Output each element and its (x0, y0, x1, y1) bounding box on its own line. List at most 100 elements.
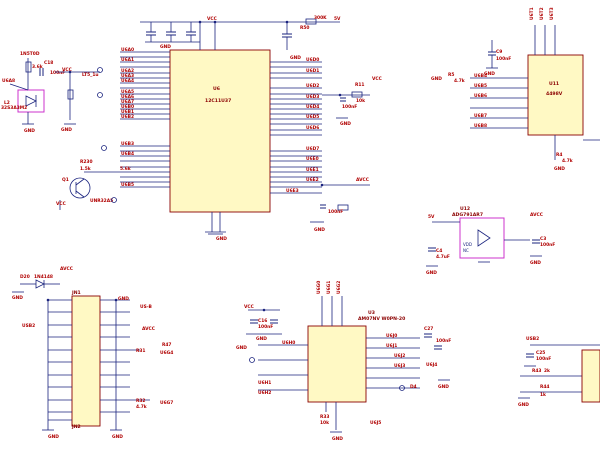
jn1-ref: JN1 (71, 290, 81, 296)
svg-text:32S3A3M2: 32S3A3M2 (1, 105, 27, 111)
svg-text:U6B8: U6B8 (474, 123, 487, 129)
svg-text:U6A2: U6A2 (121, 68, 134, 74)
svg-text:C16: C16 (258, 318, 267, 324)
u6-bottom: GND (205, 212, 227, 242)
svg-text:5.6k: 5.6k (120, 166, 131, 172)
u6-left-nets: U6A0 U6A1 U6A2 U6A3 U6A4 U6A5 U6A6 U6A7 … (121, 47, 134, 188)
svg-text:GND: GND (290, 55, 301, 61)
svg-text:U6J3: U6J3 (394, 363, 405, 369)
u6-right-pins (270, 61, 322, 194)
svg-text:GND: GND (118, 296, 129, 302)
svg-text:U6G7: U6G7 (160, 400, 173, 406)
svg-text:C25: C25 (536, 350, 545, 356)
svg-text:U6B7: U6B7 (474, 113, 487, 119)
svg-text:UNR32A5: UNR32A5 (90, 198, 113, 204)
svg-text:U6B6: U6B6 (474, 93, 487, 99)
svg-text:R31: R31 (136, 348, 146, 354)
svg-text:U6A1: U6A1 (121, 57, 134, 63)
svg-text:4.7k: 4.7k (136, 404, 147, 410)
svg-text:10k: 10k (356, 98, 365, 104)
u11-top-nets: U6T1 U6T2 U6T3 (529, 7, 555, 20)
svg-text:C9: C9 (496, 49, 502, 55)
svg-text:VCC: VCC (62, 67, 72, 73)
svg-text:R230: R230 (80, 159, 93, 165)
svg-text:U6G1: U6G1 (326, 281, 332, 294)
svg-text:GND: GND (554, 166, 565, 172)
u6-part: 12C11U37 (205, 98, 231, 104)
svg-text:100nF: 100nF (496, 56, 511, 62)
svg-text:GND: GND (530, 260, 541, 266)
svg-text:GND: GND (12, 295, 23, 301)
u12-ref: U12 (460, 206, 470, 212)
svg-text:U6B1: U6B1 (121, 109, 134, 115)
svg-text:L2: L2 (4, 100, 10, 106)
jn1-pins (42, 299, 150, 431)
svg-text:100nF: 100nF (258, 324, 273, 330)
svg-text:R50: R50 (300, 25, 310, 31)
svg-text:U6T3: U6T3 (549, 7, 555, 20)
svg-text:R33: R33 (320, 414, 330, 420)
svg-text:C4: C4 (436, 248, 442, 254)
svg-text:10k: 10k (320, 420, 329, 426)
u3-left-rc: VCC C16 100nF GND GND D4 (236, 304, 417, 391)
u12-part: ADG791AR7 (452, 212, 483, 218)
u11-nets: U6B4 U6B5 U6B6 U6B7 U6B8 GND R5 4.7k (431, 72, 487, 129)
svg-text:100nF: 100nF (436, 338, 451, 344)
u12-box (459, 217, 505, 259)
svg-text:GND: GND (438, 384, 449, 390)
svg-text:GND: GND (484, 71, 495, 77)
svg-text:GND: GND (24, 128, 35, 134)
svg-text:U6G0: U6G0 (316, 281, 322, 294)
bottom-right-block: USB2 C25 100nF R43 2k R44 1k GND (518, 336, 600, 408)
u3-chip (307, 325, 367, 403)
svg-text:U6H2: U6H2 (258, 390, 271, 396)
svg-text:U6T2: U6T2 (539, 7, 545, 20)
svg-text:GND: GND (332, 436, 343, 442)
svg-text:U6G2: U6G2 (336, 281, 342, 294)
svg-text:U6D5: U6D5 (306, 114, 319, 120)
jn1-labels: GND GND USB2 US-B AVCC GND U6G4 U6G7 R31… (22, 296, 173, 440)
svg-text:GND: GND (236, 345, 247, 351)
svg-text:U6G4: U6G4 (160, 350, 173, 356)
svg-text:GND: GND (112, 434, 123, 440)
svg-text:GND: GND (216, 236, 227, 242)
svg-text:GND: GND (61, 127, 72, 133)
u3-ref: U3 (368, 310, 375, 316)
svg-text:U6E2: U6E2 (306, 177, 319, 183)
svg-text:D4: D4 (410, 384, 417, 390)
svg-text:U6A7: U6A7 (121, 99, 134, 105)
svg-text:AVCC: AVCC (356, 177, 369, 183)
svg-text:D20: D20 (20, 274, 30, 280)
svg-text:GND: GND (518, 402, 529, 408)
svg-text:U6B4: U6B4 (121, 151, 134, 157)
svg-text:GND: GND (256, 336, 267, 342)
u6-right-rc: R11 10k VCC 100nF GND AVCC 100nF GND (310, 76, 382, 233)
svg-text:5V: 5V (428, 214, 435, 220)
svg-text:Q1: Q1 (62, 177, 69, 183)
svg-text:AVCC: AVCC (142, 326, 155, 332)
test-point-icon (111, 197, 117, 203)
svg-text:U6D0: U6D0 (306, 57, 319, 63)
svg-text:VCC: VCC (372, 76, 382, 82)
u11-pins (470, 25, 600, 160)
svg-text:U6D2: U6D2 (306, 83, 319, 89)
sw-contact-icon (97, 92, 103, 98)
svg-text:R47: R47 (162, 342, 172, 348)
svg-text:C27: C27 (424, 326, 433, 332)
svg-text:U6A0: U6A0 (121, 47, 134, 53)
svg-text:4.7k: 4.7k (562, 158, 573, 164)
svg-text:U6B0: U6B0 (121, 104, 134, 110)
d20-diode: D20 1N4148 AVCC GND (12, 266, 73, 301)
svg-text:4.7k: 4.7k (454, 78, 465, 84)
svg-text:U6A3: U6A3 (121, 73, 134, 79)
svg-text:R43: R43 (532, 368, 542, 374)
svg-text:U6B5: U6B5 (121, 182, 134, 188)
svg-text:LT5_1u: LT5_1u (82, 72, 99, 78)
svg-text:300K: 300K (314, 15, 327, 21)
svg-text:NC: NC (463, 248, 469, 253)
u3-pins (258, 296, 420, 433)
svg-text:VDD: VDD (463, 242, 472, 247)
svg-text:U6B5: U6B5 (474, 83, 487, 89)
svg-text:U6D4: U6D4 (306, 104, 319, 110)
